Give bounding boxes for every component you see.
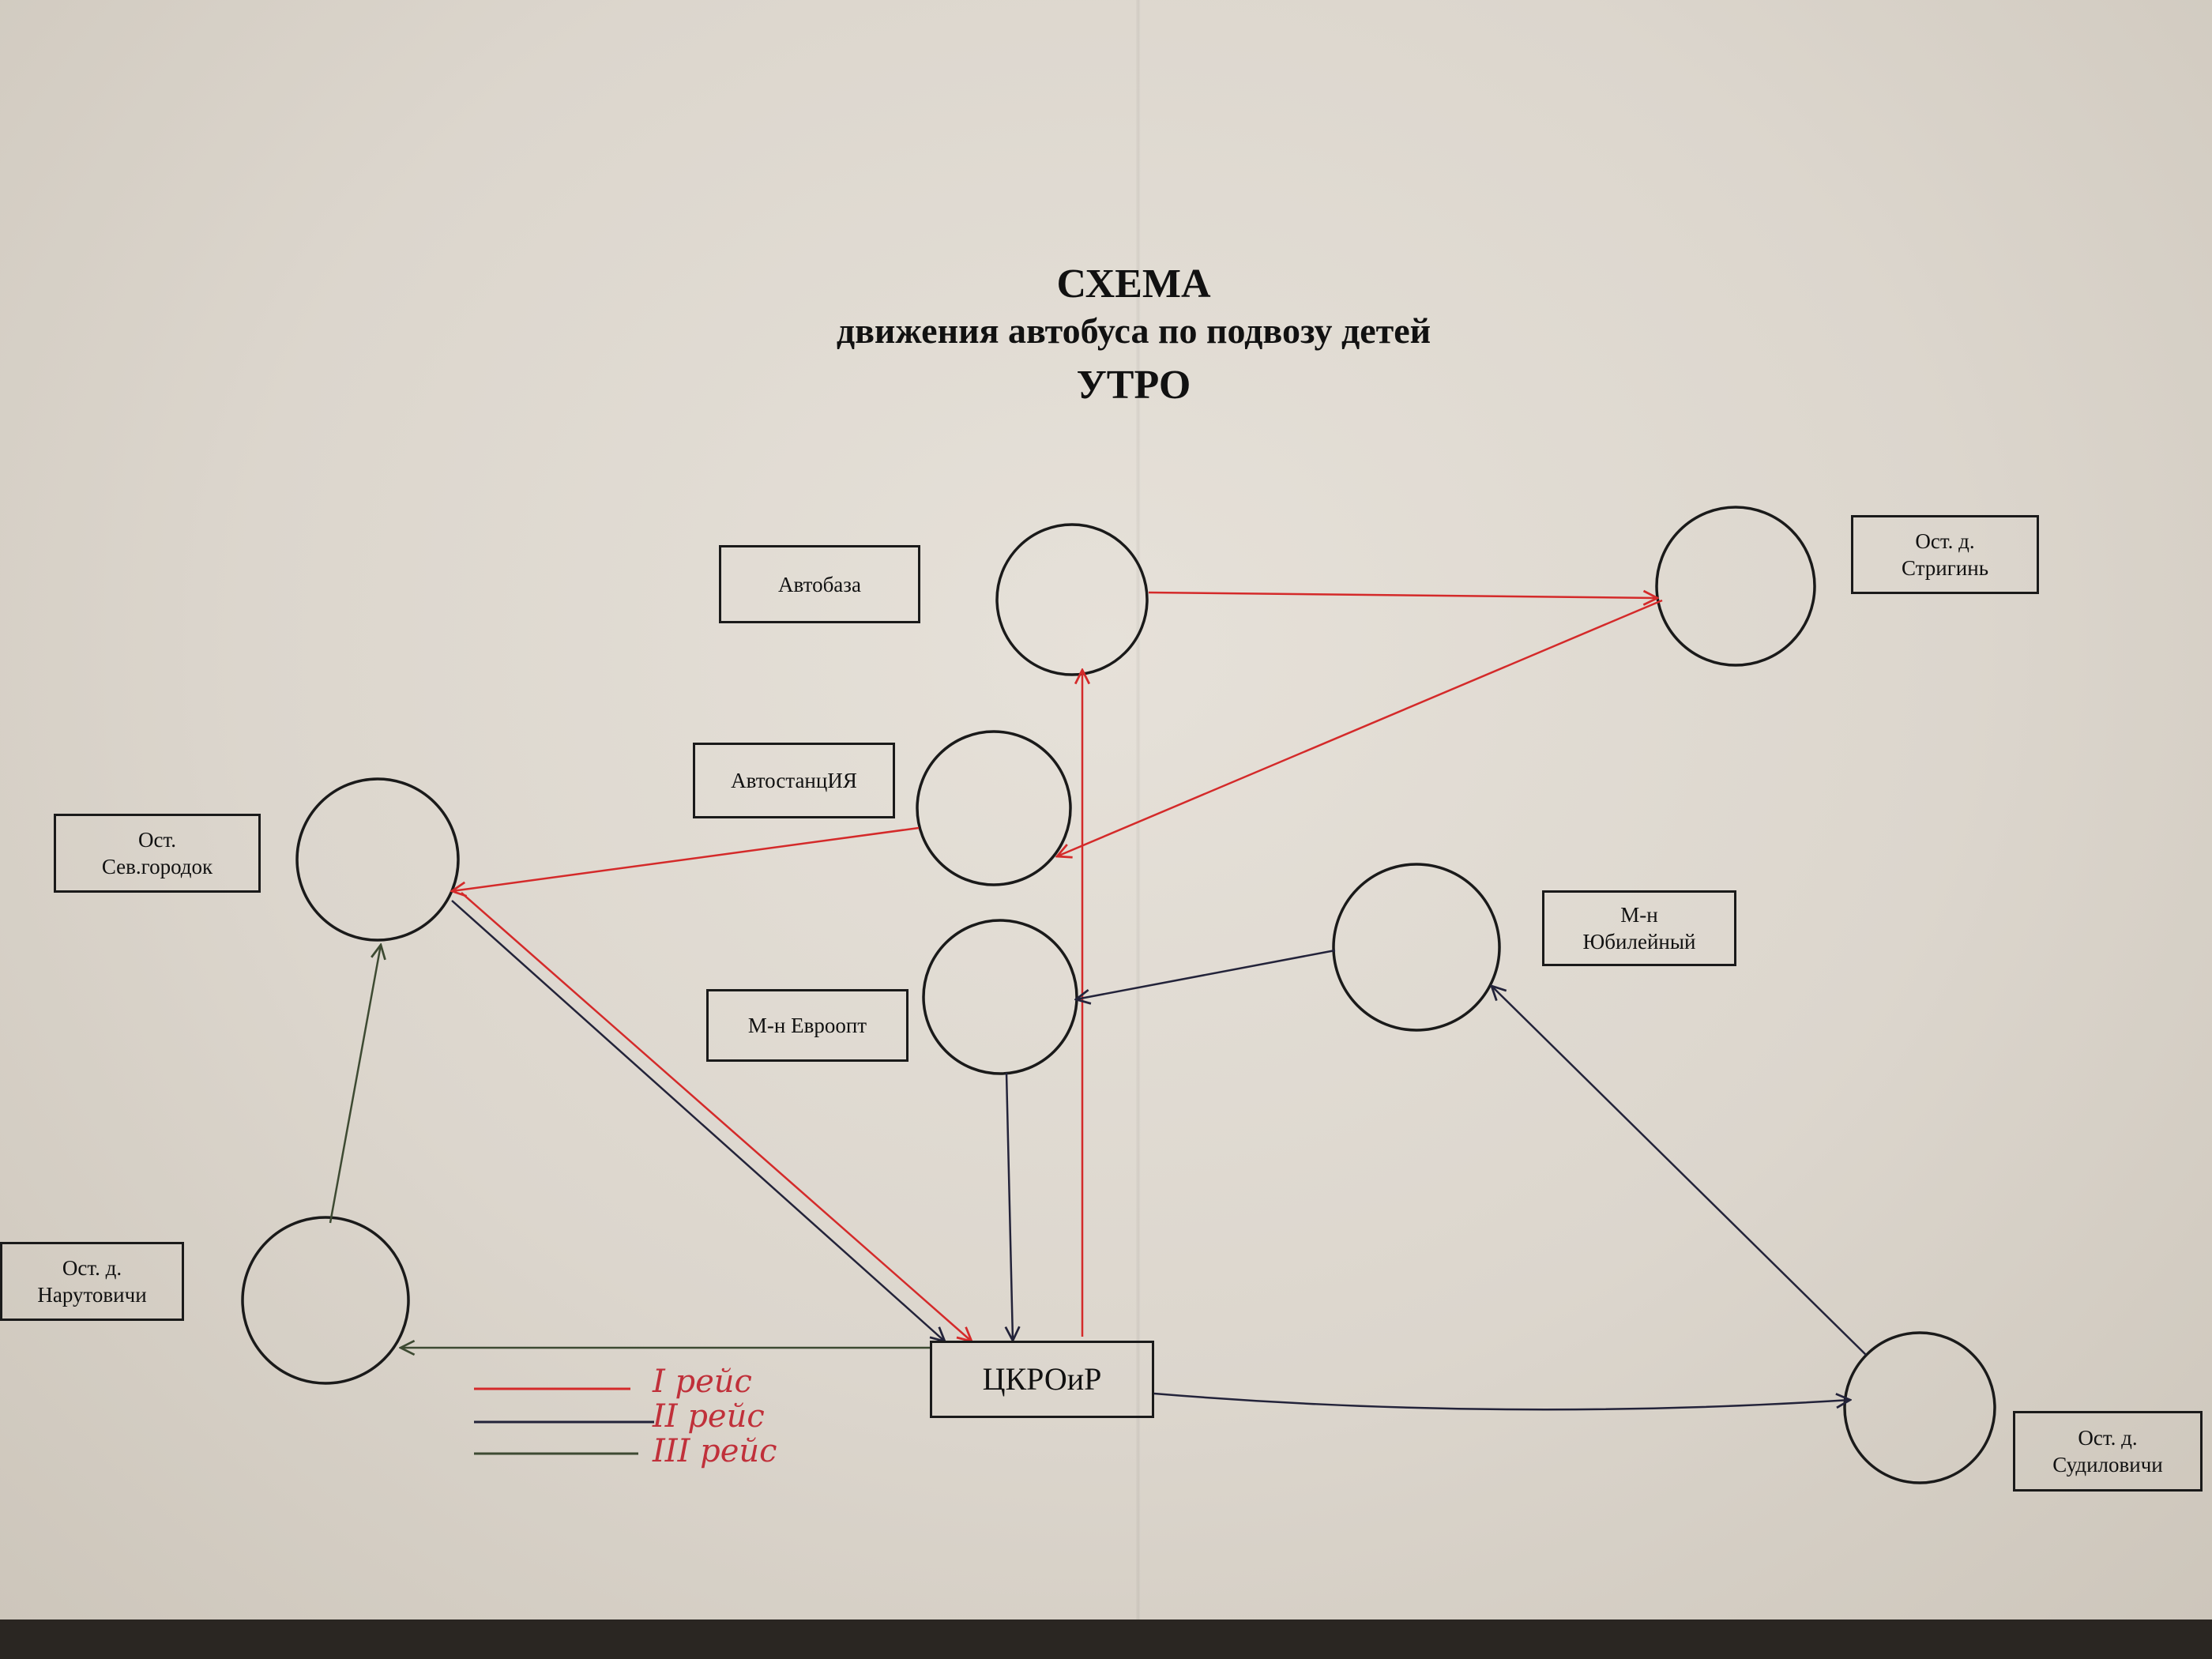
label-yubileyny: М-н Юбилейный	[1542, 890, 1736, 966]
stop-circle-sevgorodok	[295, 777, 460, 942]
diagram-time-of-day: УТРО	[1076, 363, 1191, 408]
legend-label-trip1: I рейс	[652, 1364, 752, 1400]
background-table	[0, 1620, 2212, 1659]
label-narutovichi-line1: Ост. д.	[62, 1256, 122, 1280]
label-tskroir: ЦКРОиР	[930, 1341, 1154, 1418]
paper-sheet	[0, 0, 2212, 1620]
diagram-title: СХЕМА	[1056, 261, 1211, 307]
stop-circle-stigin	[1655, 506, 1816, 667]
route-avtobaza-to-stigin	[1148, 592, 1657, 598]
label-evroopt-line1: М-н Евроопт	[747, 1014, 867, 1037]
diagram-subtitle: движения автобуса по подвозу детей	[836, 310, 1431, 351]
stop-circle-narutovichi	[241, 1216, 410, 1385]
label-sudilovichi-line2: Судиловичи	[2052, 1453, 2163, 1477]
route-sevgorodok-to-tskroir-red	[461, 892, 972, 1341]
label-sudilovichi-line1: Ост. д.	[2078, 1426, 2138, 1450]
legend-label-trip3: III рейс	[652, 1433, 777, 1469]
label-avtobaza: Автобаза	[719, 545, 920, 623]
route-yubileyny-to-evroopt	[1076, 949, 1336, 999]
route-stigin-to-avtostanciya	[1057, 599, 1663, 856]
route-sudilovichi-to-yubileyny	[1492, 986, 1867, 1356]
label-avtostanciya: АвтостанцИЯ	[693, 743, 895, 818]
route-scheme: I рейс II рейс III рейс	[241, 506, 1996, 1484]
label-avtobaza-line1: Автобаза	[778, 572, 861, 596]
label-sevgorodok: Ост. Сев.городок	[54, 814, 261, 893]
label-narutovichi: Ост. д. Нарутовичи	[0, 1242, 184, 1321]
label-sudilovichi: Ост. д. Судиловичи	[2013, 1411, 2203, 1492]
stop-circle-avtostanciya	[916, 730, 1072, 886]
label-yubileyny-line1: М-н	[1620, 903, 1658, 927]
stop-circle-evroopt	[922, 919, 1078, 1075]
label-yubileyny-line2: Юбилейный	[1582, 930, 1696, 954]
stop-circle-yubileyny	[1332, 863, 1501, 1032]
stop-circle-sudilovichi	[1843, 1331, 1996, 1484]
label-stigin: Ост. д. Стригинь	[1851, 515, 2039, 594]
label-stigin-line2: Стригинь	[1901, 556, 1989, 580]
stop-circle-avtobaza	[995, 523, 1149, 676]
route-avtostanciya-to-sevgorodok	[452, 826, 920, 891]
route-evroopt-to-tskroir	[1006, 1072, 1013, 1341]
label-sevgorodok-line2: Сев.городок	[101, 855, 213, 878]
route-tskroir-to-sudilovichi	[1153, 1392, 1850, 1411]
label-evroopt: М-н Евроопт	[706, 989, 908, 1062]
label-sevgorodok-line1: Ост.	[137, 828, 176, 852]
paper-fold	[1136, 0, 1141, 1620]
label-tskroir-line1: ЦКРОиР	[982, 1361, 1102, 1397]
route-narutovichi-to-sevgorodok	[329, 945, 381, 1224]
route-sevgorodok-to-tskroir-dark	[451, 900, 945, 1341]
legend: I рейс II рейс III рейс	[474, 1364, 777, 1469]
label-stigin-line1: Ост. д.	[1915, 529, 1975, 553]
label-narutovichi-line2: Нарутовичи	[37, 1283, 147, 1307]
label-avtostanciya-line1: АвтостанцИЯ	[731, 769, 857, 792]
legend-label-trip2: II рейс	[652, 1398, 765, 1435]
